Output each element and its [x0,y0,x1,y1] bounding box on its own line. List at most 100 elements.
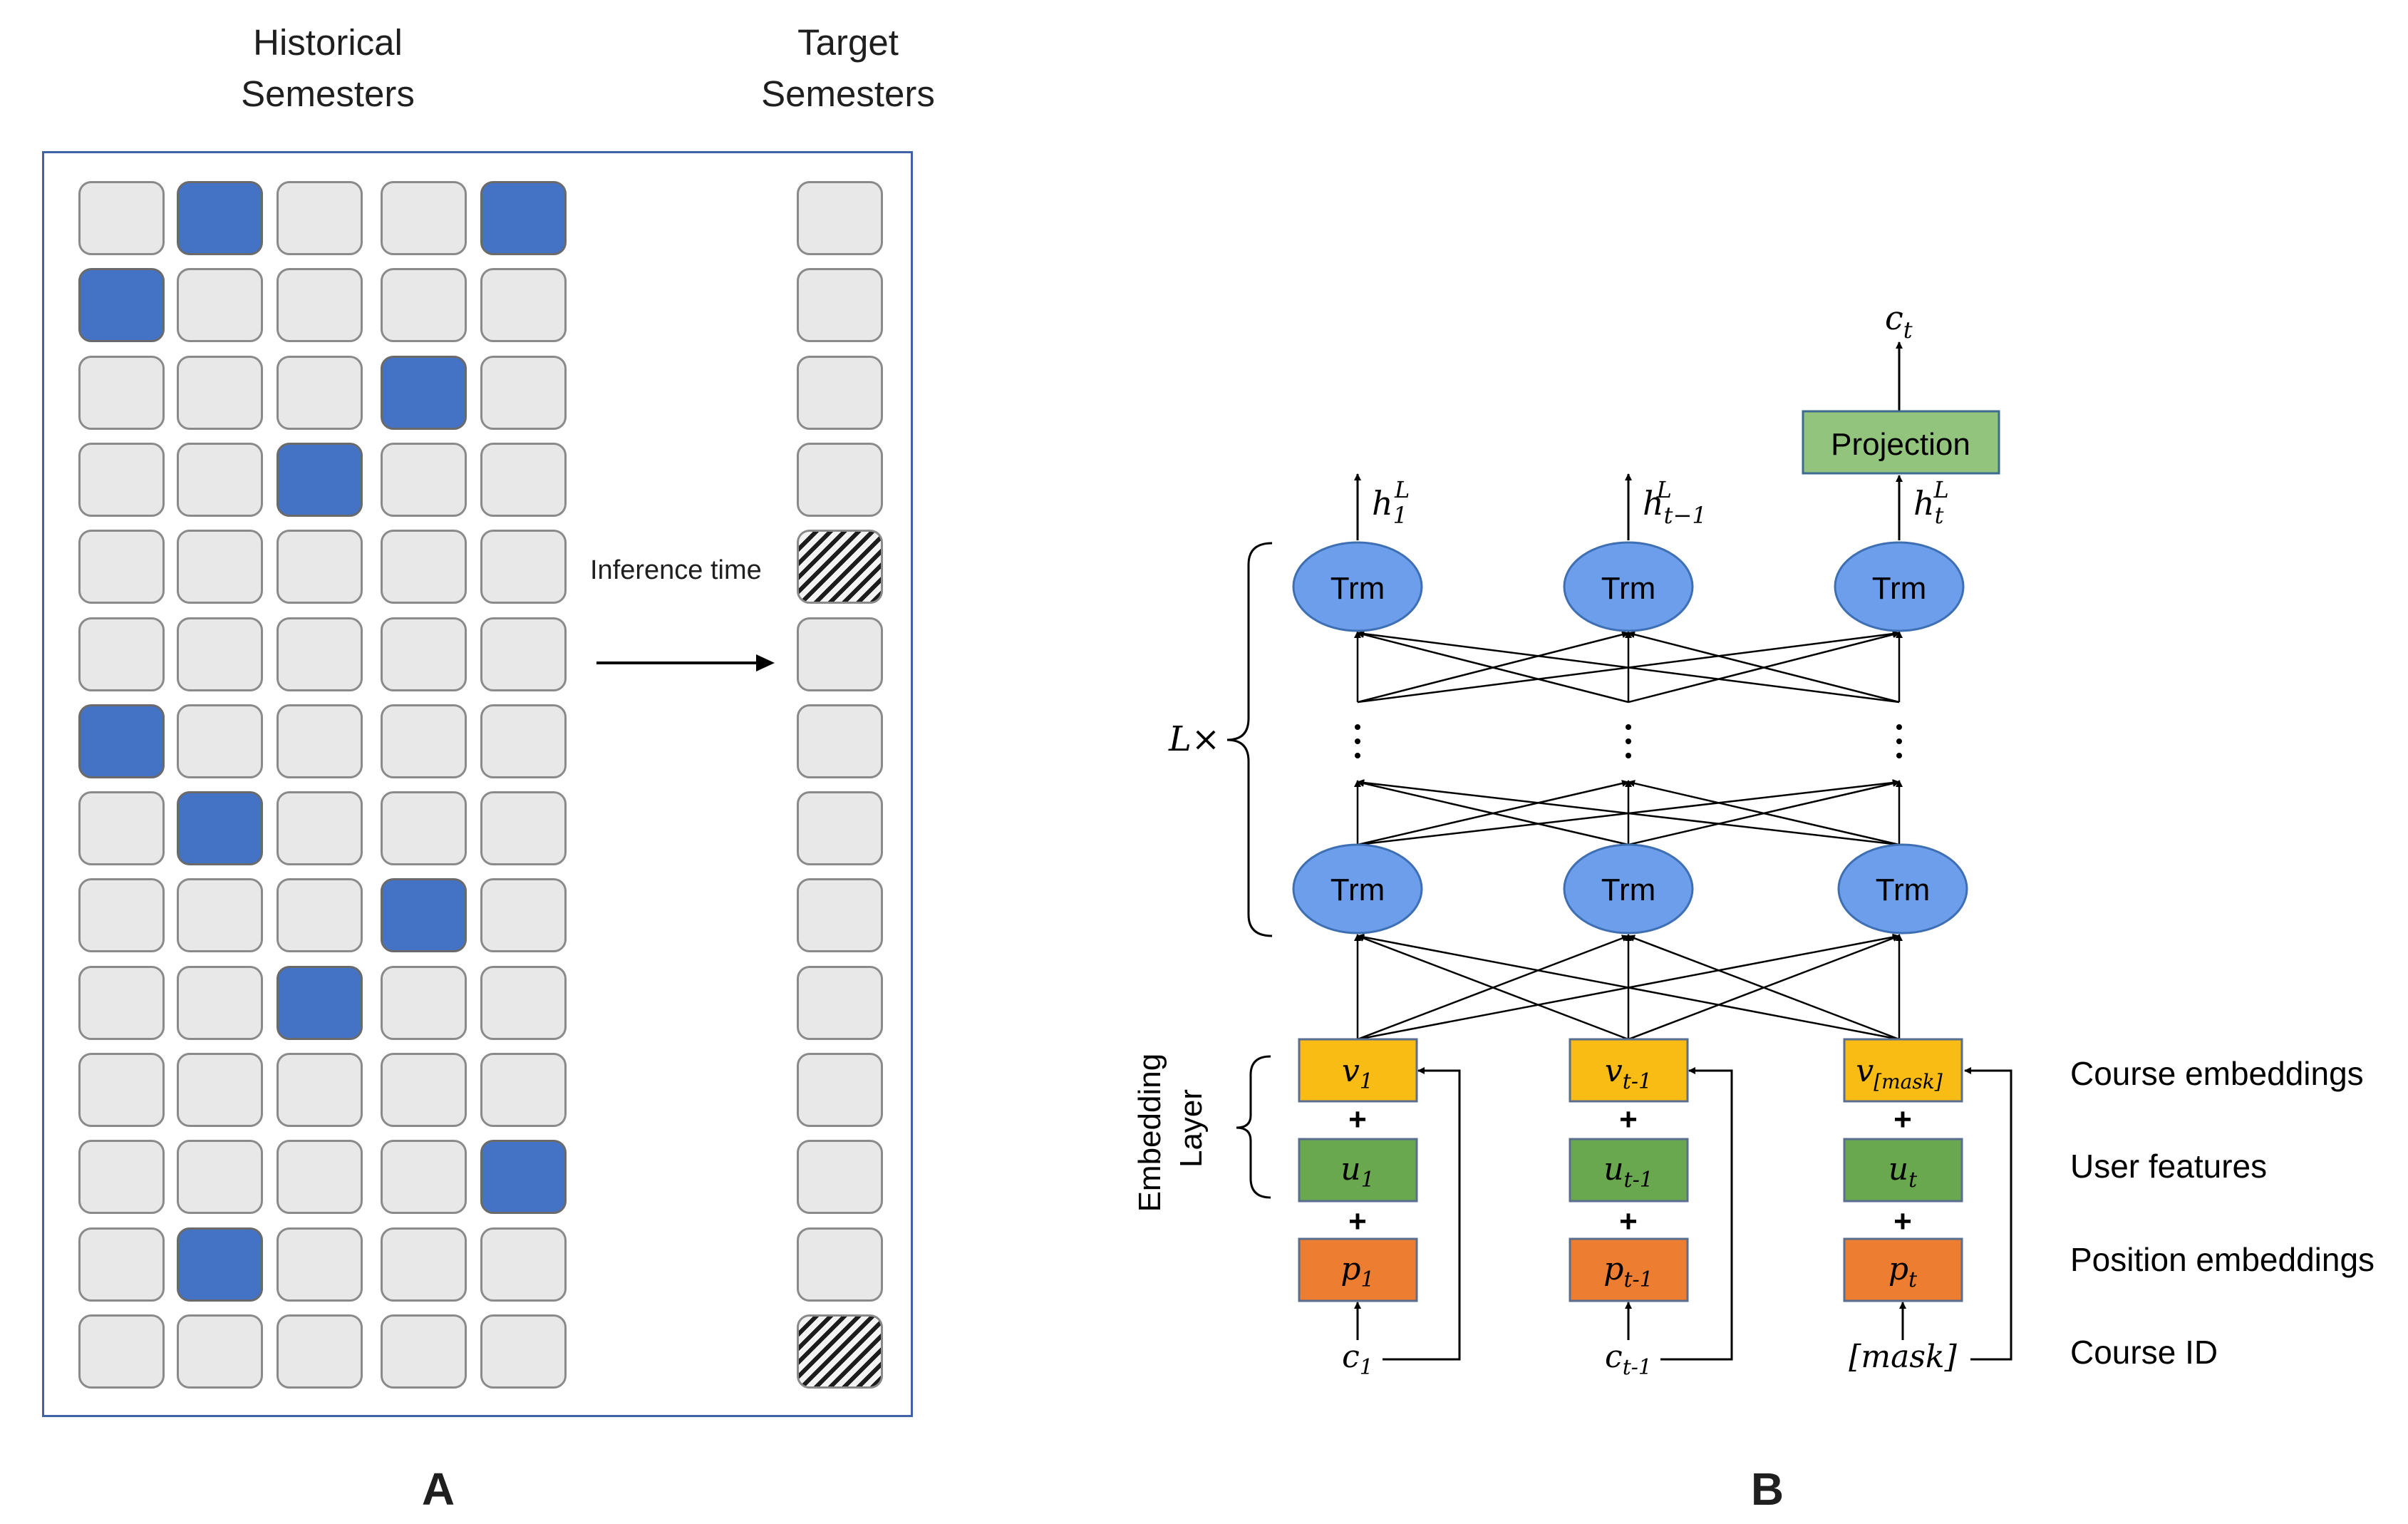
historical-header-line1: Historical [253,22,403,63]
user-feature-box-1 [1298,1138,1418,1203]
course-id-input-2: ct-1 [1605,1339,1652,1380]
course-cell-taken [177,1227,263,1302]
trm-node-bottom-1 [1292,843,1423,935]
course-cell-empty [177,530,263,604]
position-embedding-box-3 [1843,1237,1963,1302]
target-cell [797,617,883,691]
course-cell-empty [78,791,165,865]
course-cell-empty [177,878,263,952]
course-cell-empty [78,1314,165,1389]
user-feature-box-2 [1569,1138,1689,1203]
course-cell-empty [381,268,467,342]
row-label-course-embeddings: Course embeddings [2070,1055,2364,1092]
course-cell-empty [277,878,363,952]
historical-semesters-header: Historical Semesters [214,17,442,120]
course-cell-taken [78,704,165,778]
target-cell [797,704,883,778]
h1-label: h1L [1372,476,1410,529]
course-cell-empty [381,1053,467,1127]
row-label-user-features: User features [2070,1148,2267,1185]
course-cell-empty [78,181,165,255]
panel-b-label: B [1750,1463,1784,1515]
course-id-feedback-1 [1383,1067,1461,1361]
course-cell-empty [177,268,263,342]
course-cell-empty [277,356,363,430]
target-cell [797,791,883,865]
target-header-line1: Target [797,22,899,63]
connection-line [1357,630,1900,704]
course-cell-empty [277,1053,363,1127]
projection-label: Projection [1831,427,1970,462]
target-cell [797,1053,883,1127]
target-cell [797,966,883,1040]
course-cell-empty [480,530,567,604]
course-embedding-box-1 [1298,1038,1418,1103]
connection-line [1357,779,1900,846]
course-cell-empty [277,181,363,255]
course-cell-empty [381,530,467,604]
course-embedding-box-2 [1569,1038,1689,1103]
course-cell-empty [480,443,567,517]
course-id-feedback-2 [1660,1067,1733,1361]
course-cell-empty [277,704,363,778]
course-cell-taken [480,1140,567,1214]
course-cell-taken [480,181,567,255]
course-cell-empty [381,1140,467,1214]
plus-sign: + [1893,1204,1912,1239]
output-c-label: ct [1885,299,1913,344]
plus-sign: + [1348,1204,1367,1239]
course-cell-empty [381,966,467,1040]
course-cell-empty [480,1227,567,1302]
trm-node-top-3 [1834,541,1965,632]
course-cell-empty [381,1227,467,1302]
connection-line [1357,935,1629,1041]
target-cell-masked [797,530,883,604]
user-feature-label-1: u1 [1340,1151,1374,1193]
course-cell-empty [480,1053,567,1127]
target-cell [797,268,883,342]
course-cell-empty [381,704,467,778]
course-cell-empty [177,443,263,517]
course-id-input-1: c1 [1342,1339,1373,1380]
target-cell [797,181,883,255]
panel-a-label: A [421,1463,455,1515]
trm-label-bottom-1: Trm [1330,872,1385,907]
course-cell-taken [177,791,263,865]
course-cell-taken [177,181,263,255]
position-embedding-box-1 [1298,1237,1418,1302]
course-cell-empty [78,530,165,604]
user-feature-box-3 [1843,1138,1963,1203]
course-cell-empty [277,791,363,865]
layer-ellipsis [1355,724,1902,758]
embedding-layer-label: Embedding Layer [1132,1045,1209,1212]
course-cell-empty [480,704,567,778]
course-cell-empty [381,791,467,865]
course-embedding-box-3 [1843,1038,1963,1103]
course-cell-empty [277,530,363,604]
course-cell-empty [177,1053,263,1127]
trm-node-top-2 [1563,541,1694,632]
course-embedding-label-1: v1 [1342,1053,1373,1094]
target-cell-masked [797,1314,883,1389]
inference-time-label: Inference time [590,555,762,585]
course-cell-empty [277,268,363,342]
plus-sign: + [1348,1102,1367,1137]
connection-line [1628,631,1900,704]
course-cell-taken [277,443,363,517]
projection-box [1802,410,2000,475]
trm-label-top-3: Trm [1872,571,1927,606]
course-cell-empty [177,704,263,778]
course-cell-taken [277,966,363,1040]
course-cell-empty [277,1314,363,1389]
connection-line [1357,631,1629,704]
user-feature-label-3: ut [1888,1151,1918,1193]
course-cell-empty [480,878,567,952]
course-cell-empty [177,617,263,691]
course-cell-taken [381,878,467,952]
position-embedding-box-2 [1569,1237,1689,1302]
course-cell-empty [177,356,263,430]
row-label-course-id: Course ID [2070,1334,2218,1371]
course-cell-empty [78,617,165,691]
course-cell-empty [78,443,165,517]
course-cell-taken [78,268,165,342]
